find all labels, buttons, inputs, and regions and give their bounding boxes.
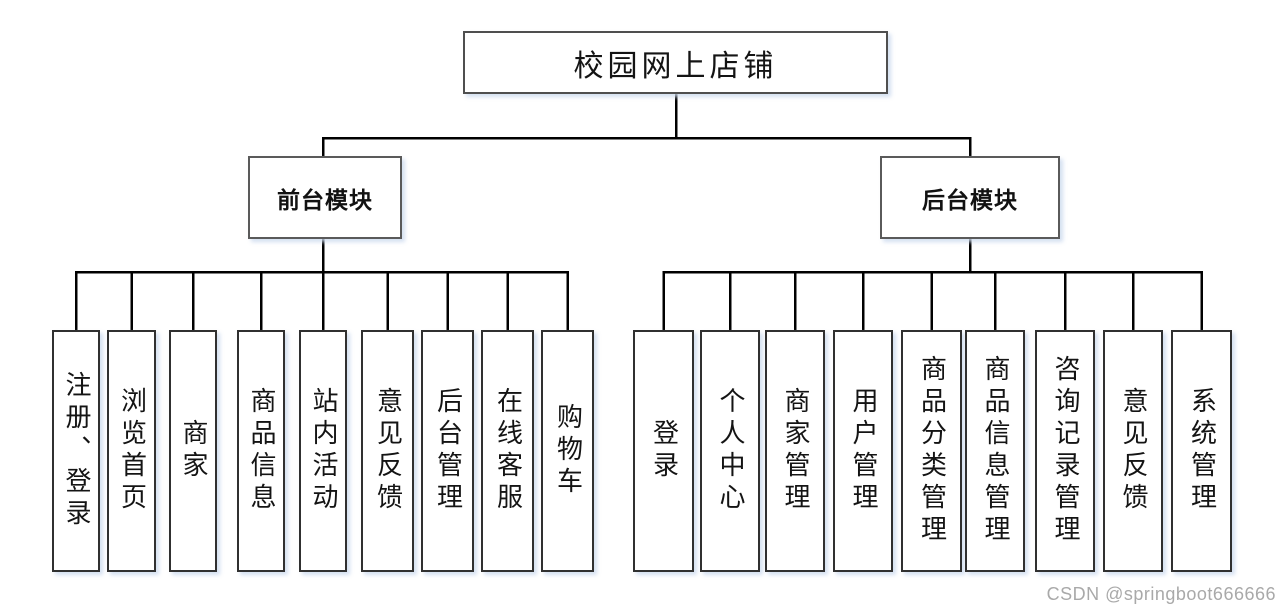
node-leaf-user-manage: 用户管理 xyxy=(833,330,893,572)
node-leaf-shopping-cart: 购物车 xyxy=(541,330,594,572)
node-leaf-feedback-back: 意见反馈 xyxy=(1103,330,1163,572)
node-leaf-site-activity: 站内活动 xyxy=(299,330,347,572)
node-leaf-product-info-manage: 商品信息管理 xyxy=(965,330,1025,572)
node-leaf-merchant: 商家 xyxy=(169,330,217,572)
node-leaf-merchant-manage: 商家管理 xyxy=(765,330,825,572)
node-leaf-consult-record-manage: 咨询记录管理 xyxy=(1035,330,1095,572)
csdn-watermark: CSDN @springboot666666 xyxy=(1046,584,1276,604)
node-leaf-feedback-front: 意见反馈 xyxy=(361,330,414,572)
node-root: 校园网上店铺 xyxy=(463,31,888,94)
node-leaf-product-category-manage: 商品分类管理 xyxy=(901,330,962,572)
node-leaf-personal-center: 个人中心 xyxy=(700,330,760,572)
node-leaf-system-manage: 系统管理 xyxy=(1171,330,1232,572)
node-leaf-register-login: 注册、登录 xyxy=(52,330,100,572)
node-leaf-backstage-manage: 后台管理 xyxy=(421,330,474,572)
node-leaf-product-info: 商品信息 xyxy=(237,330,285,572)
node-leaf-browse-home: 浏览首页 xyxy=(107,330,156,572)
node-leaf-online-service: 在线客服 xyxy=(481,330,534,572)
node-back-module: 后台模块 xyxy=(880,156,1060,239)
node-front-module: 前台模块 xyxy=(248,156,402,239)
node-leaf-login: 登录 xyxy=(633,330,694,572)
